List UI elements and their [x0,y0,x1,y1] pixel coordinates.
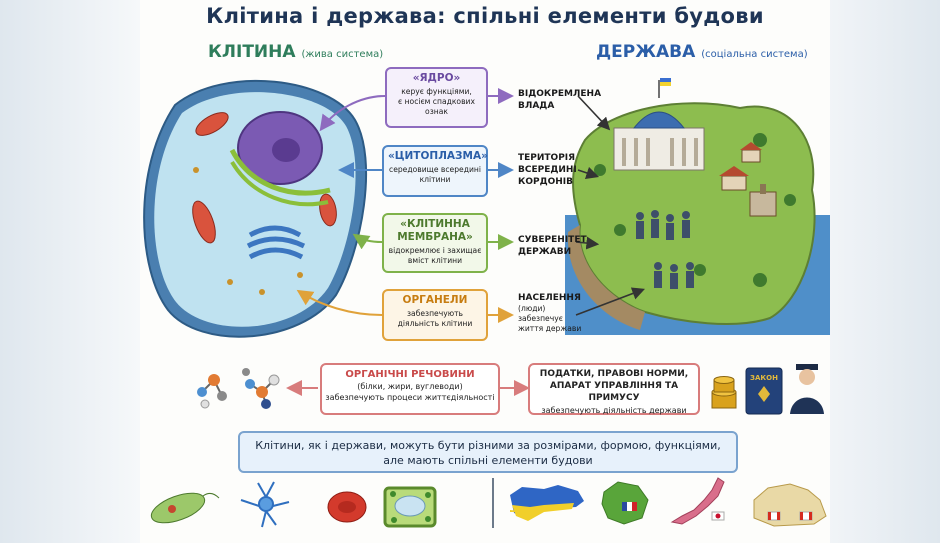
membrane-term-line: «КЛІТИННА [400,218,470,230]
taxes-title-line: АПАРАТ УПРАВЛІННЯ ТА ПРИМУСУ [549,381,679,403]
nucleus-desc-line: є носієм спадкових [398,97,475,106]
territory-label: ТЕРИТОРІЯ ВСЕРЕДИНІ КОРДОНІВ [518,152,577,188]
organelles-desc-line: забезпечують [407,309,463,318]
taxes-title: ПОДАТКИ, ПРАВОВІ НОРМИ, АПАРАТ УПРАВЛІНН… [530,368,698,404]
territory-line: КОРДОНІВ [518,177,574,187]
taxes-box: ПОДАТКИ, ПРАВОВІ НОРМИ, АПАРАТ УПРАВЛІНН… [528,363,700,415]
state-power-line: ВЛАДА [518,101,555,111]
membrane-desc-line: відокремлює і захищає [388,246,482,255]
membrane-term: «КЛІТИННА МЕМБРАНА» [388,218,482,244]
population-line: НАСЕЛЕННЯ [518,293,581,303]
cell-illustration [143,79,368,338]
organic-sub: (білки, жири, вуглеводи) [357,382,463,391]
conclusion-note: Клітини, як і держави, можуть бути різни… [238,431,738,473]
state-heading-sub: (соціальна система) [701,49,808,60]
organic-box: ОРГАНІЧНІ РЕЧОВИНИ (білки, жири, вуглево… [320,363,500,415]
law-book-label: ЗАКОН [750,374,778,382]
conclusion-line: Клітини, як і держави, можуть бути різни… [255,439,721,452]
japan-map-icon [670,477,725,525]
taxes-title-line: ПОДАТКИ, ПРАВОВІ НОРМИ, [539,369,689,379]
membrane-desc-line: вміст клітини [407,256,463,265]
cytoplasm-desc-line: середовище всередині [389,165,481,174]
state-power-label: ВІДОКРЕМЛЕНА ВЛАДА [518,88,601,112]
organelles-term: ОРГАНЕЛИ [402,294,468,306]
cell-heading-label: КЛІТИНА [208,42,296,62]
population-desc-line: життя держави [518,324,582,333]
territory-line: ТЕРИТОРІЯ [518,153,576,163]
membrane-desc: відокремлює і захищає вміст клітини [388,246,482,266]
organelles-desc-line: діяльність клітини [397,319,473,328]
nucleus-desc-line: керує функціями, [401,87,472,96]
state-heading-label: ДЕРЖАВА [596,42,696,62]
state-power-line: ВІДОКРЕМЛЕНА [518,89,602,99]
people-icon [636,210,694,289]
neuron-icon [240,481,290,528]
organic-desc: забезпечують процеси життєдіяльності [325,393,495,402]
plant-cell-icon [383,486,437,528]
nucleus-desc-line: ознак [425,107,448,116]
cytoplasm-term: «ЦИТОПЛАЗМА» [388,150,488,162]
sovereignty-label: СУВЕРЕНІТЕТ ДЕРЖАВИ [518,234,587,258]
cytoplasm-box: «ЦИТОПЛАЗМА» середовище всередині клітин… [382,145,488,197]
parliament-icon [613,78,705,171]
sovereignty-line: ДЕРЖАВИ [518,247,572,257]
sovereignty-line: СУВЕРЕНІТЕТ [518,235,587,245]
comparison-arrows [286,88,645,396]
police-officer-icon [790,364,824,414]
state-heading: ДЕРЖАВА (соціальна система) [596,42,808,62]
membrane-term-line: МЕМБРАНА» [397,231,473,243]
population-label: НАСЕЛЕННЯ (люди) забезпечує життя держав… [518,292,581,334]
law-book-icon: ЗАКОН [745,367,783,415]
molecule-icon [197,368,280,409]
france-map-icon [601,481,649,525]
nucleus-box: «ЯДРО» керує функціями, є носієм спадков… [385,67,488,128]
coins-icon [711,376,737,409]
canada-map-icon [753,483,827,527]
cell-heading-sub: (жива система) [301,49,384,60]
territory-line: ВСЕРЕДИНІ [518,165,577,175]
cytoplasm-desc-line: клітини [419,175,451,184]
red-blood-cell-icon [327,491,367,523]
population-desc-line: (люди) [518,304,546,313]
page-title: Клітина і держава: спільні елементи будо… [206,4,764,28]
ukraine-map-icon [510,485,584,521]
houses-icon [719,142,777,217]
nucleus-term: «ЯДРО» [412,72,461,84]
state-illustration [565,78,830,335]
golgi-icon [246,225,306,260]
population-desc-line: забезпечує [518,314,563,323]
membrane-box: «КЛІТИННА МЕМБРАНА» відокремлює і захища… [382,213,488,273]
taxes-desc: забезпечують діяльність держави [541,406,687,415]
conclusion-line: але мають спільні елементи будови [383,454,593,467]
cytoplasm-desc: середовище всередині клітини [388,165,482,185]
cell-heading: КЛІТИНА (жива система) [208,42,383,62]
nucleus-desc: керує функціями, є носієм спадкових озна… [391,87,482,117]
organic-title: ОРГАНІЧНІ РЕЧОВИНИ [345,369,475,380]
euglena-icon [150,492,220,524]
organelles-desc: забезпечують діяльність клітини [388,309,482,329]
organelles-box: ОРГАНЕЛИ забезпечують діяльність клітини [382,289,488,341]
